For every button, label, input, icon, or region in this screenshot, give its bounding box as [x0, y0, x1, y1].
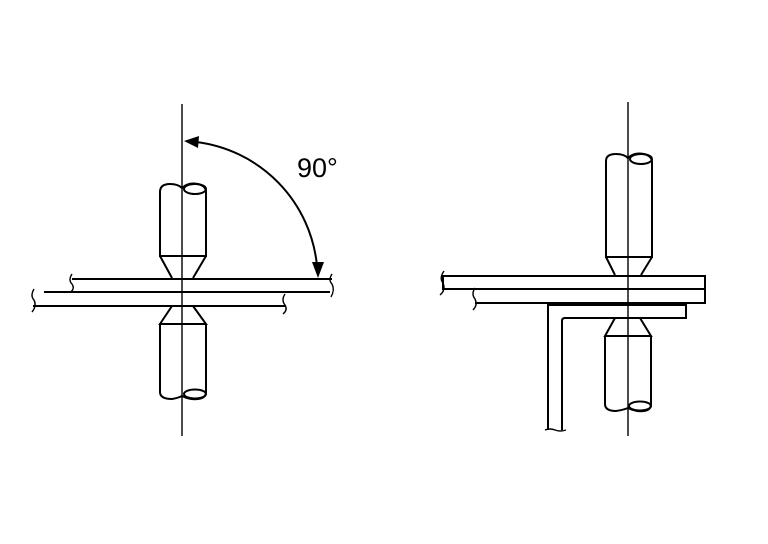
- right-middle-plate: [472, 287, 706, 311]
- angle-arc: [195, 141, 318, 267]
- right-upper-electrode: [605, 152, 653, 276]
- left-view-perpendicular-electrodes: 90°: [31, 104, 338, 436]
- left-top-plate: [44, 273, 334, 298]
- arrowhead-icon: [184, 136, 199, 148]
- angle-label: 90°: [297, 153, 338, 183]
- left-lower-electrode: [158, 305, 208, 401]
- right-top-plate: [439, 270, 706, 296]
- right-view-bracket-weld: [439, 102, 706, 436]
- left-bottom-plate: [31, 288, 287, 315]
- l-bracket: [544, 304, 687, 432]
- left-upper-electrode: [159, 182, 207, 279]
- right-lower-electrode: [603, 317, 653, 413]
- angle-dimension: 90°: [184, 136, 338, 278]
- arrowhead-icon: [312, 262, 324, 278]
